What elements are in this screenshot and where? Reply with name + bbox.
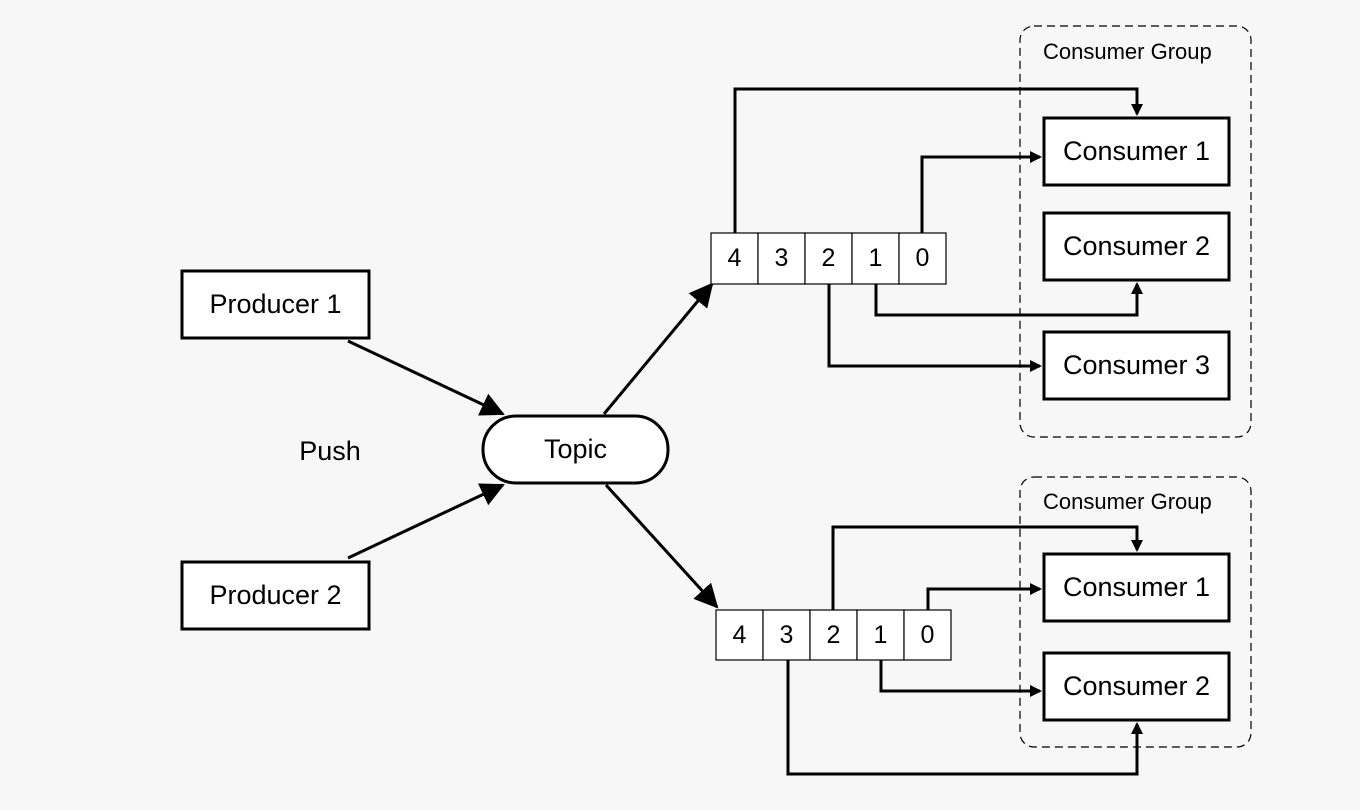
queue-1-cell-label: 4: [727, 244, 742, 272]
push-label: Push: [299, 435, 361, 466]
queue-2-cell-label: 0: [920, 620, 935, 649]
group-1-consumer-1-label: Consumer 1: [1062, 136, 1211, 166]
topic-node: [481, 414, 670, 485]
arrow-topic-to-queue-2: [604, 483, 719, 609]
queue-2-cell-4: [715, 609, 764, 661]
group-1-consumer-3-box: [1042, 330, 1231, 401]
group-2-consumer-1-label: Consumer 1: [1062, 572, 1211, 602]
queue-2-cell-label: 3: [779, 620, 794, 649]
queue-1-cell-label: 1: [868, 244, 883, 272]
route-q1-msg0-to-consumer-1: [920, 151, 1042, 233]
producer-1-label: Producer 1: [209, 289, 342, 319]
queue-1-cell-label: 3: [774, 244, 789, 272]
group-1-consumer-1-box: [1042, 116, 1231, 187]
route-q1-msg4-to-consumer-1: [733, 87, 1143, 233]
route-q1-msg1-to-consumer-2: [874, 282, 1143, 317]
queue-2-cell-label: 4: [732, 620, 747, 649]
queue-2-cell-label: 1: [873, 620, 888, 649]
route-q2-msg3-to-consumer-2: [786, 660, 1143, 776]
topic-label: Topic: [543, 434, 608, 464]
route-q2-msg1-to-consumer-2: [879, 660, 1042, 697]
group-1-consumer-2-box: [1042, 211, 1231, 282]
queue-2-cell-label: 2: [826, 620, 841, 649]
group-2-consumer-2-label: Consumer 2: [1062, 671, 1211, 701]
queue-2-cell-1: [856, 609, 905, 661]
queue-1-cell-3: [757, 232, 806, 285]
arrow-producer-1-to-topic: [347, 339, 505, 416]
consumer-group-1-title: Consumer Group: [1043, 39, 1212, 64]
queue-2-cell-3: [762, 609, 811, 661]
group-1-consumer-3-label: Consumer 3: [1062, 350, 1211, 380]
producer-2-box: [180, 560, 371, 631]
arrow-producer-2-to-topic: [347, 483, 505, 560]
group-1-consumer-2-label: Consumer 2: [1062, 231, 1211, 261]
queue-2-cell-0: [903, 609, 952, 661]
route-q2-msg0-to-consumer-1: [926, 583, 1042, 610]
consumer-group-1-frame: [1019, 25, 1252, 438]
producer-2-label: Producer 2: [209, 580, 342, 610]
arrow-topic-to-queue-1: [602, 282, 714, 415]
consumer-group-2-title: Consumer Group: [1043, 489, 1212, 514]
producer-1-box: [180, 269, 371, 340]
route-q2-msg2-to-consumer-1: [831, 525, 1143, 610]
route-q1-msg2-to-consumer-3: [827, 284, 1042, 372]
queue-1-cell-label: 0: [915, 244, 930, 272]
group-2-consumer-1-box: [1042, 552, 1231, 623]
group-2-consumer-2-box: [1042, 651, 1231, 722]
queue-1-cell-label: 2: [821, 244, 836, 272]
queue-2-cell-2: [809, 609, 858, 661]
